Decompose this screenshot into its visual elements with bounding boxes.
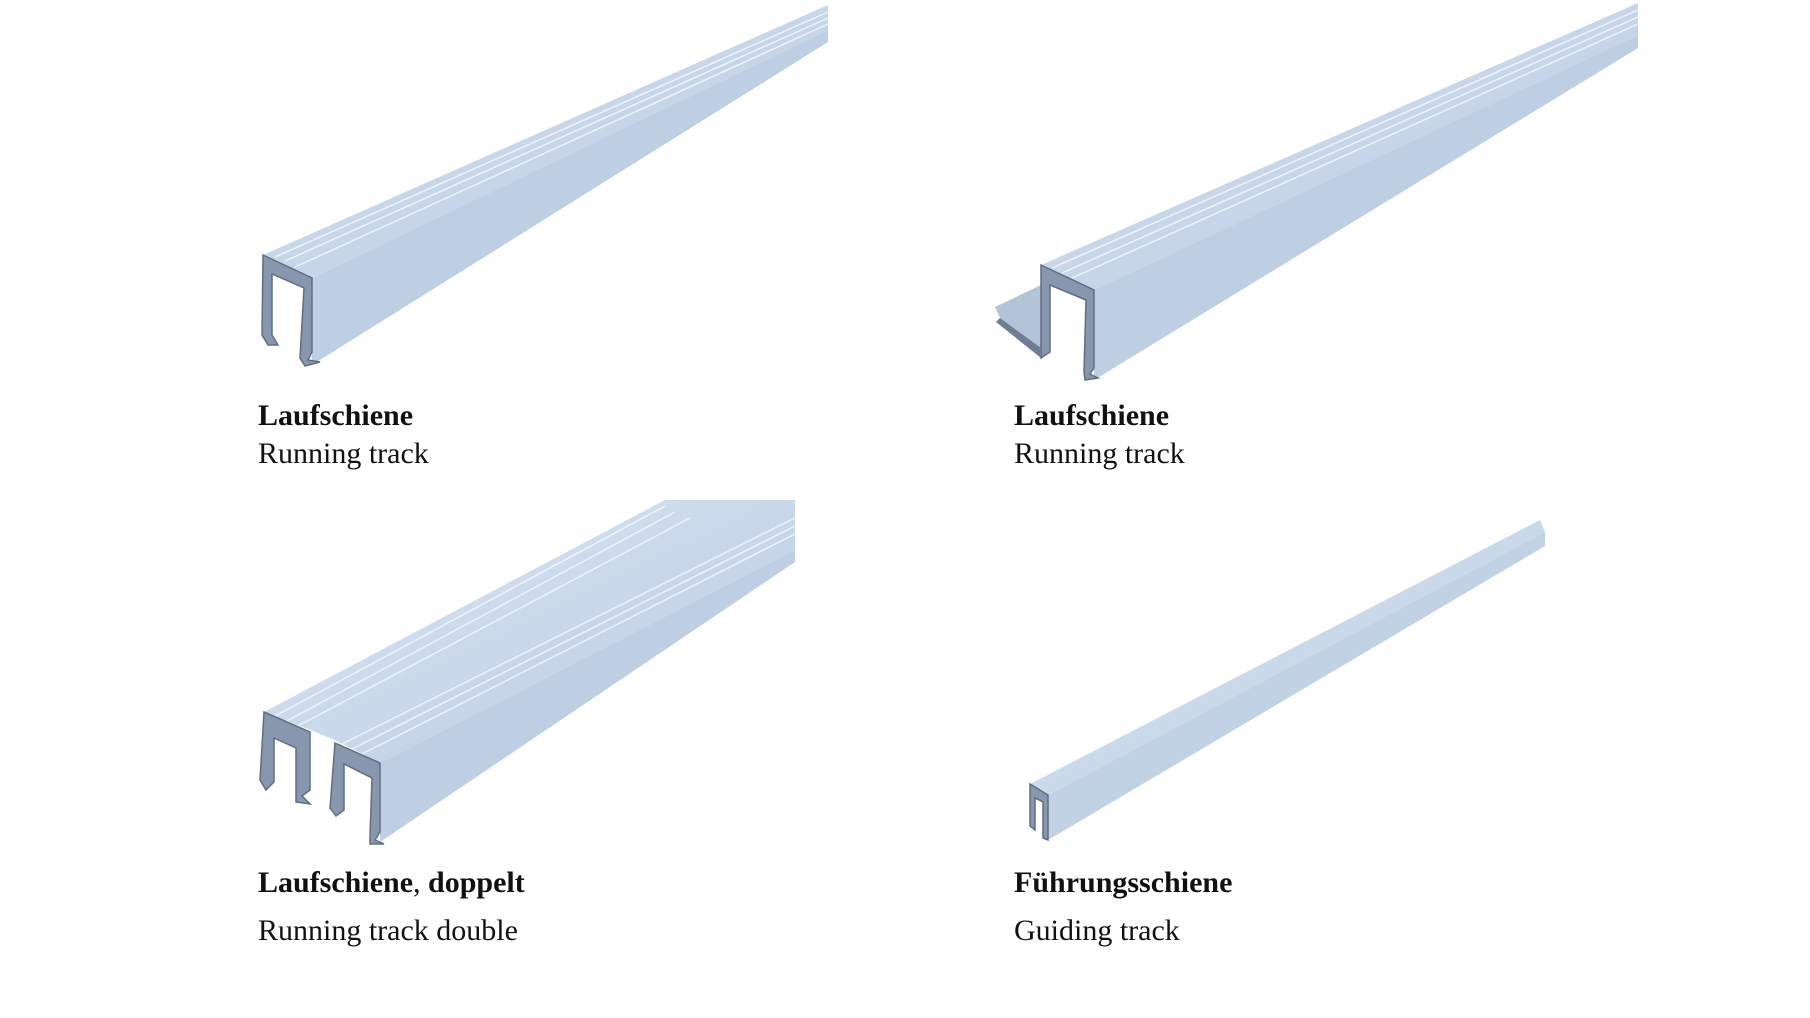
caption: Führungsschiene Guiding track: [1014, 864, 1232, 950]
product-title-main: Laufschiene: [258, 866, 414, 899]
product-title-separator: ,: [413, 866, 421, 899]
running-track-flange-image: [995, 3, 1639, 381]
product-title: Laufschiene: [258, 399, 414, 432]
product-subtitle: Guiding track: [1014, 914, 1180, 947]
product-running-track-double: Laufschiene, doppelt Running track doubl…: [0, 490, 900, 950]
caption: Laufschiene Running track: [1014, 397, 1185, 473]
caption: Laufschiene Running track: [258, 397, 429, 473]
product-guiding-track: Führungsschiene Guiding track: [900, 490, 1810, 950]
product-title-extra: doppelt: [428, 866, 525, 899]
guiding-track-image: [1029, 520, 1545, 842]
product-running-track-1: Laufschiene Running track: [0, 0, 900, 480]
running-track-double-image: [259, 500, 796, 845]
product-subtitle: Running track double: [258, 914, 518, 947]
product-running-track-2: Laufschiene Running track: [900, 0, 1810, 480]
product-subtitle: Running track: [258, 437, 429, 470]
product-title: Führungsschiene: [1014, 866, 1233, 899]
product-title: Laufschiene, doppelt: [258, 864, 525, 902]
caption: Laufschiene, doppelt Running track doubl…: [258, 864, 525, 950]
product-title: Laufschiene: [1014, 399, 1170, 432]
product-subtitle: Running track: [1014, 437, 1185, 470]
running-track-image: [261, 5, 829, 367]
